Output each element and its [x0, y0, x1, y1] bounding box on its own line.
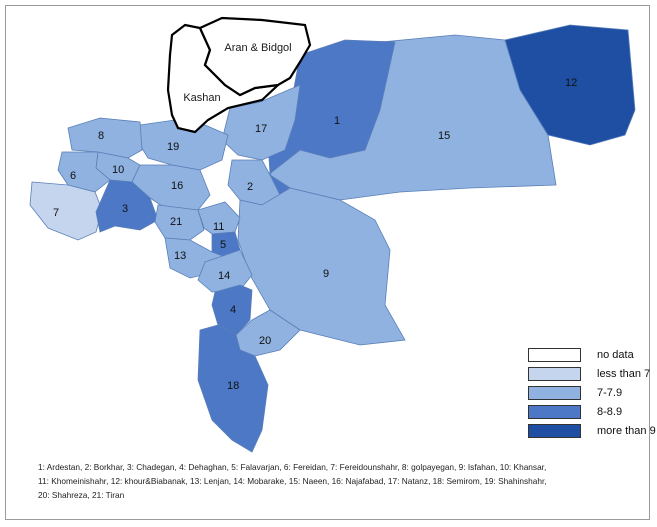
region-6-fereidan[interactable] [57, 151, 111, 193]
label-region-15: 15 [438, 130, 450, 142]
legend-item-no-data: no data [528, 346, 656, 363]
region-key-caption: 1: Ardestan, 2: Borkhar, 3: Chadegan, 4:… [38, 460, 638, 502]
region-9-isfahan[interactable] [237, 187, 406, 346]
label-region-18: 18 [227, 380, 239, 392]
label-region-19: 19 [167, 141, 179, 153]
caption-line: 1: Ardestan, 2: Borkhar, 3: Chadegan, 4:… [38, 462, 547, 472]
label-region-10: 10 [112, 164, 124, 176]
legend-label: 7-7.9 [597, 386, 623, 399]
legend-item-7-7-9: 7-7.9 [528, 384, 656, 401]
region-3-chadegan[interactable] [95, 179, 159, 233]
label-region-12: 12 [565, 77, 577, 89]
caption-line: 11: Khomeinishahr, 12: khour&Biabanak, 1… [38, 476, 547, 486]
label-region-8: 8 [98, 130, 104, 142]
label-region-16: 16 [171, 180, 183, 192]
label-region-6: 6 [70, 170, 76, 182]
legend-swatch [528, 404, 581, 419]
label-region-2: 2 [247, 181, 253, 193]
label-region-5: 5 [220, 239, 226, 251]
label-region-21: 21 [170, 216, 182, 228]
region-18-semirom[interactable] [197, 324, 269, 453]
legend-label: more than 9 [597, 424, 656, 437]
legend-label: 8-8.9 [597, 405, 623, 418]
label-region-3: 3 [122, 203, 128, 215]
label-region-20: 20 [259, 335, 271, 347]
map-legend: no data less than 7 7-7.9 8-8.9 more tha… [528, 346, 656, 441]
caption-line: 20: Shahreza, 21: Tiran [38, 490, 125, 500]
region-aran-bidgol[interactable] [198, 16, 312, 97]
region-7-fereidounshahr[interactable] [29, 181, 103, 241]
label-region-14: 14 [218, 270, 230, 282]
label-region-17: 17 [255, 123, 267, 135]
label-region-4: 4 [230, 304, 236, 316]
region-4-dehaghan[interactable] [211, 284, 253, 336]
legend-item-more-than-9: more than 9 [528, 422, 656, 439]
label-kashan: Kashan [183, 92, 220, 104]
label-region-9: 9 [323, 268, 329, 280]
legend-swatch [528, 366, 581, 381]
label-region-13: 13 [174, 250, 186, 262]
legend-swatch [528, 385, 581, 400]
legend-swatch [528, 347, 581, 362]
region-17-natanz[interactable] [221, 84, 301, 161]
label-aran-bidgol: Aran & Bidgol [224, 42, 291, 54]
legend-swatch [528, 423, 581, 438]
region-12-khour-biabanak[interactable] [504, 24, 636, 146]
region-8-golpayegan[interactable] [67, 117, 143, 159]
legend-item-8-8-9: 8-8.9 [528, 403, 656, 420]
label-region-7: 7 [53, 207, 59, 219]
legend-label: less than 7 [597, 367, 651, 380]
label-region-11: 11 [213, 221, 224, 233]
legend-item-less-than-7: less than 7 [528, 365, 656, 382]
label-region-1: 1 [334, 115, 340, 127]
legend-label: no data [597, 348, 634, 361]
